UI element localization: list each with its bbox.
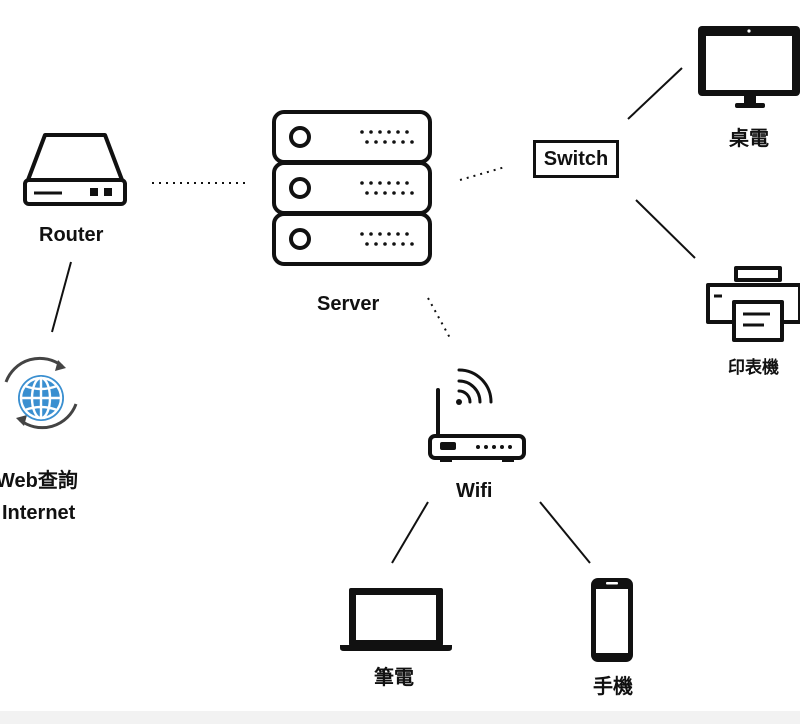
connector-wifi-laptop (391, 501, 429, 564)
connector-wifi-phone (539, 501, 591, 564)
laptop-label: 筆電 (374, 667, 414, 689)
printer-label: 印表機 (728, 358, 779, 377)
switch-label: Switch (543, 147, 609, 170)
bottom-band (0, 711, 800, 724)
wifi-router-icon (428, 368, 526, 462)
wifi-label: Wifi (456, 480, 493, 502)
connector-server-switch (459, 166, 506, 181)
router-label: Router (39, 224, 104, 246)
connector-switch-desktop (627, 67, 683, 120)
internet-label-line1: Web查詢 (0, 470, 78, 492)
connector-server-wifi (427, 297, 451, 339)
globe-sync-icon (4, 356, 78, 430)
desktop-label: 桌電 (729, 128, 769, 150)
server-label: Server (317, 293, 380, 315)
connector-router-internet (51, 261, 72, 333)
monitor-icon (698, 26, 800, 108)
server-rack-icon (272, 110, 432, 266)
smartphone-icon (591, 578, 633, 662)
internet-label-line2: Internet (2, 502, 76, 524)
router-icon (23, 133, 127, 206)
switch-node: Switch (533, 140, 619, 178)
printer-icon (706, 266, 800, 342)
laptop-icon (340, 588, 452, 651)
phone-label: 手機 (593, 676, 633, 698)
connector-switch-printer (635, 199, 696, 259)
